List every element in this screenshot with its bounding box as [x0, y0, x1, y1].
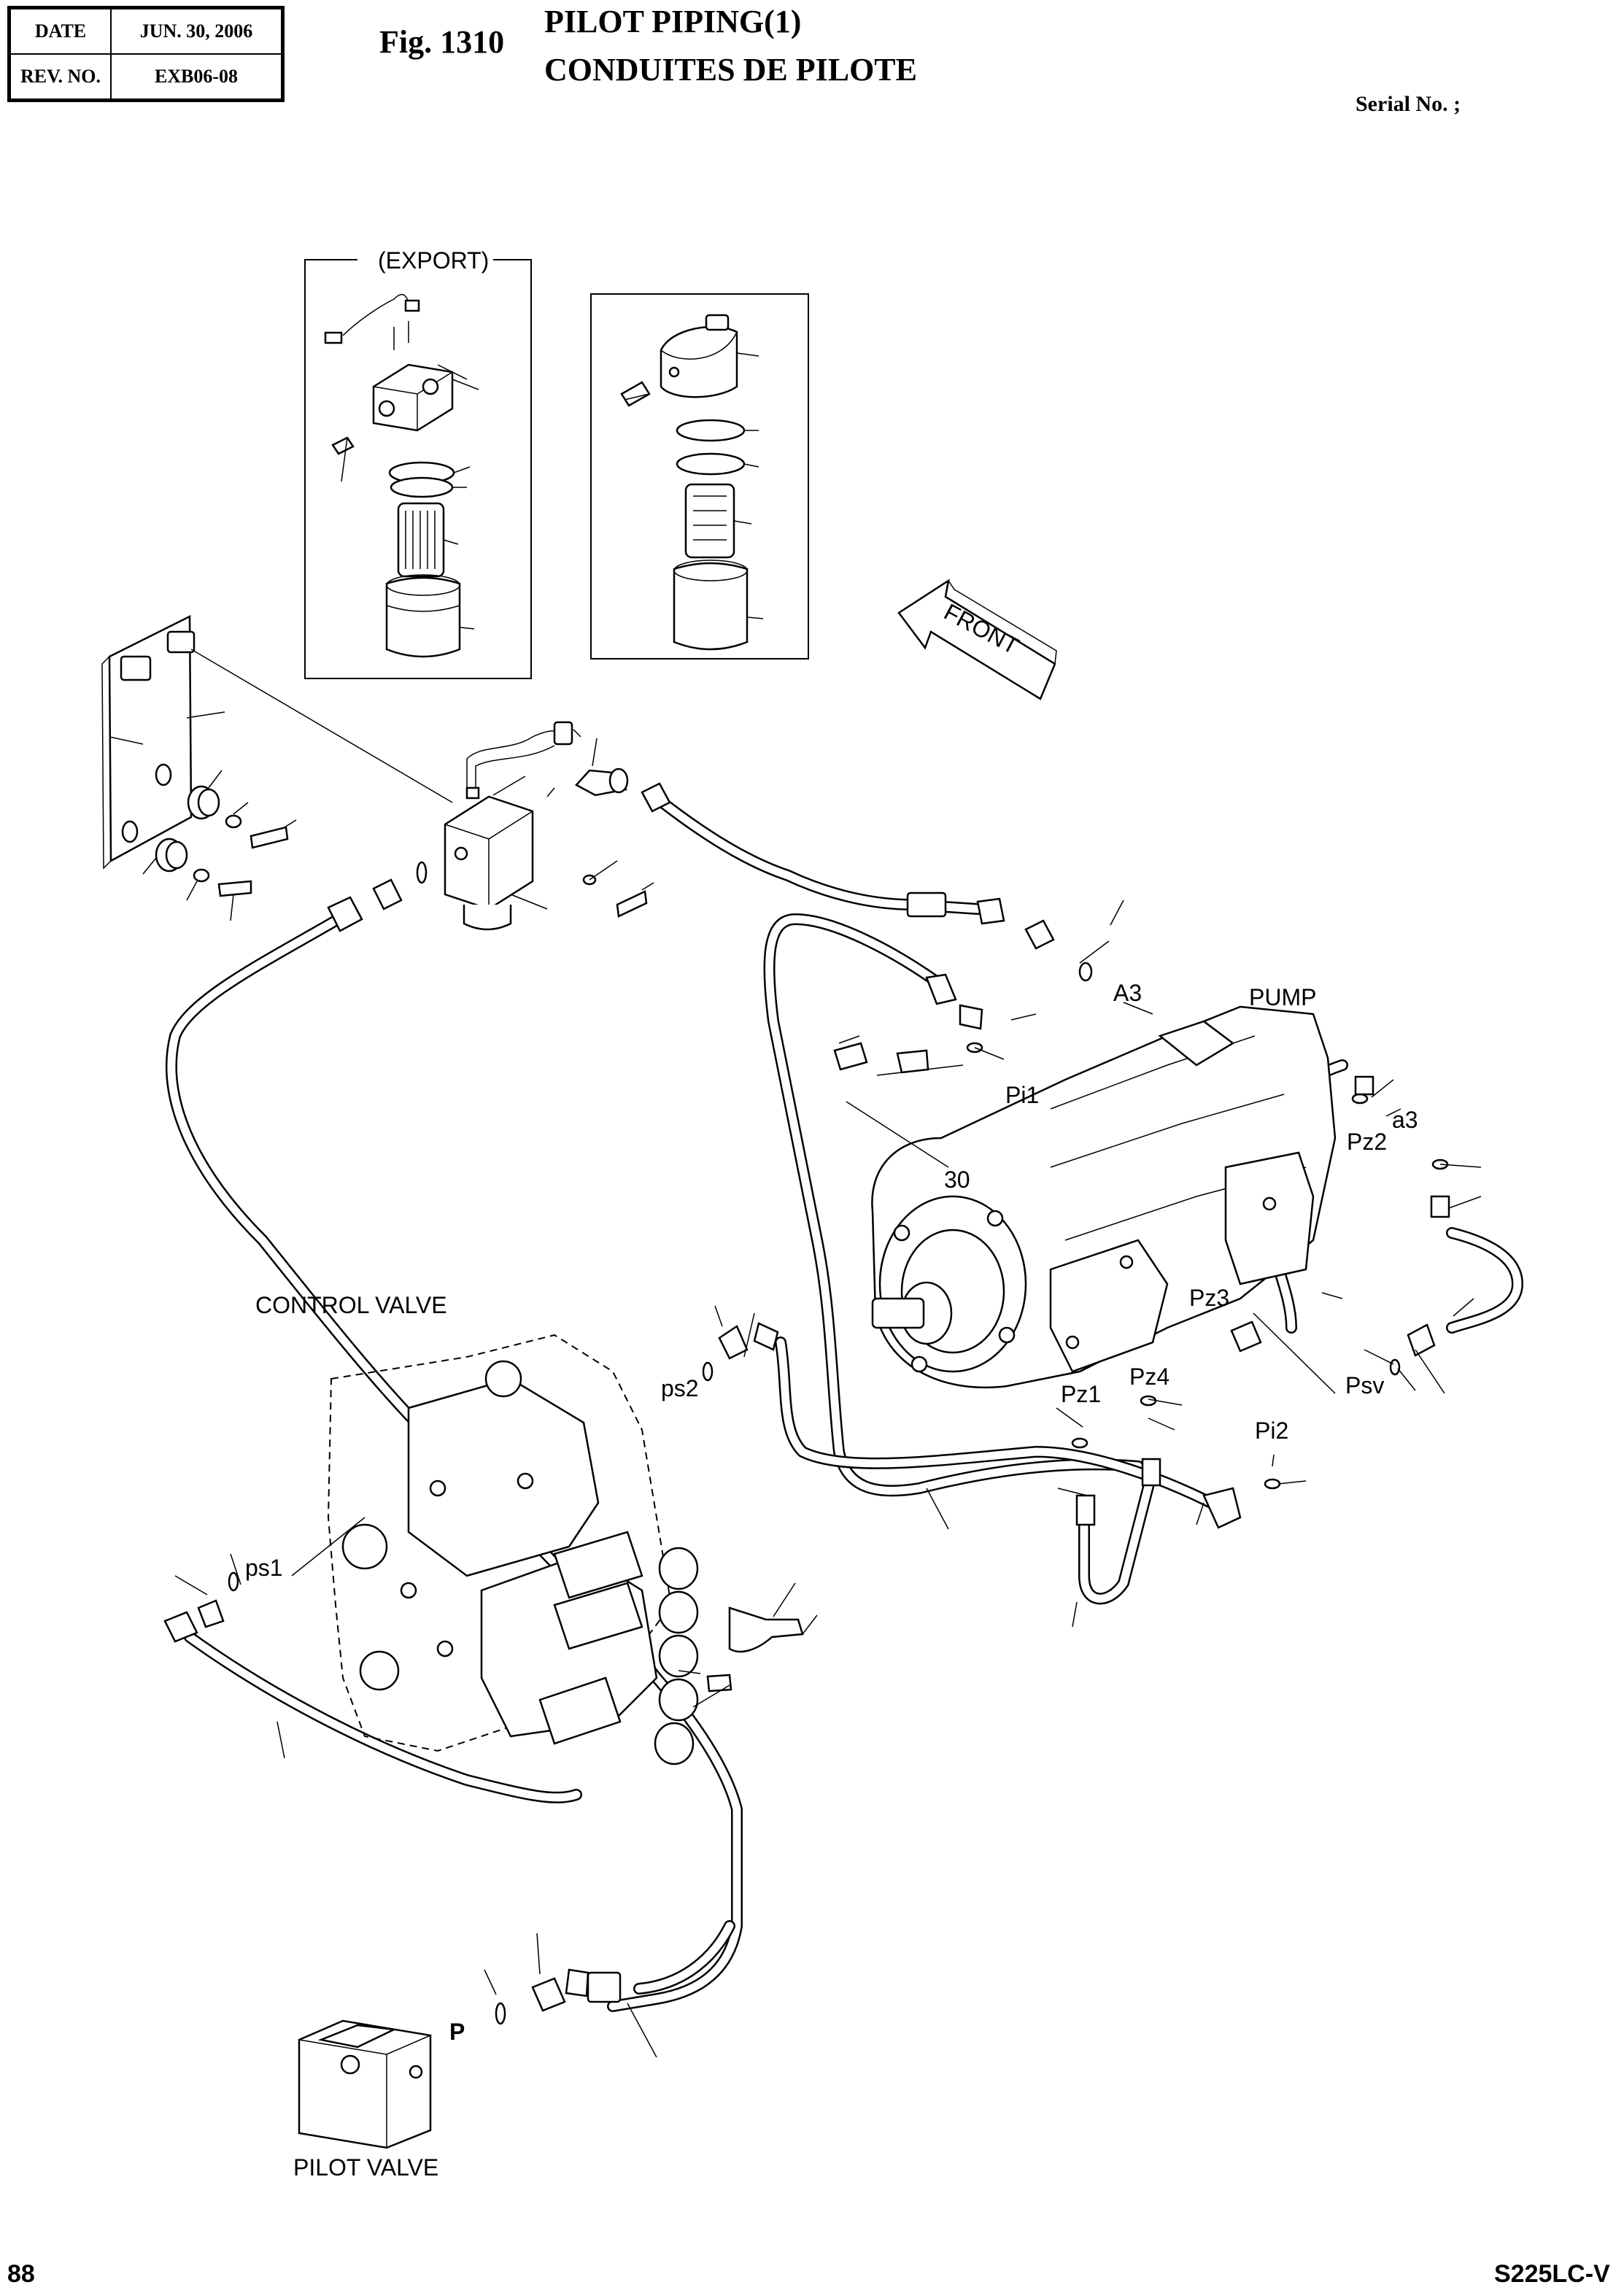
pump-label: PUMP [1249, 984, 1316, 1010]
figure-number: Fig. 1310 [379, 24, 505, 60]
hose-fittings [163, 782, 1450, 2025]
port-pz3: Pz3 [1189, 1285, 1229, 1311]
serial-number-label: Serial No. ; [1356, 92, 1461, 116]
pump-assembly: PUMP [871, 984, 1337, 1389]
model-number: S225LC-V [1494, 2260, 1610, 2288]
export-label: (EXPORT) [378, 247, 489, 274]
title-english: PILOT PIPING(1) [544, 4, 802, 39]
pilot-valve-assembly: PILOT VALVE [293, 2019, 438, 2181]
rev-value: EXB06-08 [110, 53, 282, 100]
export-filter-inset: (EXPORT) [304, 247, 532, 679]
port-pi2: Pi2 [1255, 1417, 1288, 1444]
standard-filter-inset [590, 293, 809, 659]
control-valve-label: CONTROL VALVE [255, 1292, 447, 1318]
port-pz4: Pz4 [1129, 1363, 1169, 1390]
hose-clamp [678, 1582, 818, 1693]
port-psv: Psv [1345, 1372, 1384, 1399]
revision-table: DATE JUN. 30, 2006 REV. NO. EXB06-08 [7, 6, 285, 102]
port-ps1: ps1 [245, 1555, 283, 1581]
pilot-valve-label: PILOT VALVE [293, 2154, 438, 2181]
port-pz2: Pz2 [1347, 1129, 1387, 1155]
mounting-bracket [101, 614, 453, 921]
front-direction-arrow: FRONT [897, 579, 1057, 700]
callout-30: 30 [944, 1167, 970, 1193]
control-valve-assembly: CONTROL VALVE [255, 1292, 699, 1765]
port-ps2: ps2 [661, 1375, 699, 1401]
port-p: P [449, 2019, 465, 2045]
port-pi1: Pi1 [1005, 1082, 1039, 1108]
pilot-hoses [166, 797, 1524, 2012]
port-a3-upper: A3 [1113, 980, 1142, 1006]
pilot-filter-assembly [444, 721, 654, 931]
title-french: CONDUITES DE PILOTE [544, 52, 918, 88]
page-number: 88 [7, 2260, 35, 2288]
port-pz1: Pz1 [1061, 1381, 1101, 1407]
port-a3-lower: a3 [1392, 1107, 1418, 1133]
port-labels: A3 a3 Pi1 Pz2 Pz3 Pz4 Pz1 Pi2 Psv ps2 ps… [245, 980, 1418, 2045]
leader-lines [109, 736, 1482, 2058]
rev-label: REV. NO. [9, 53, 112, 100]
